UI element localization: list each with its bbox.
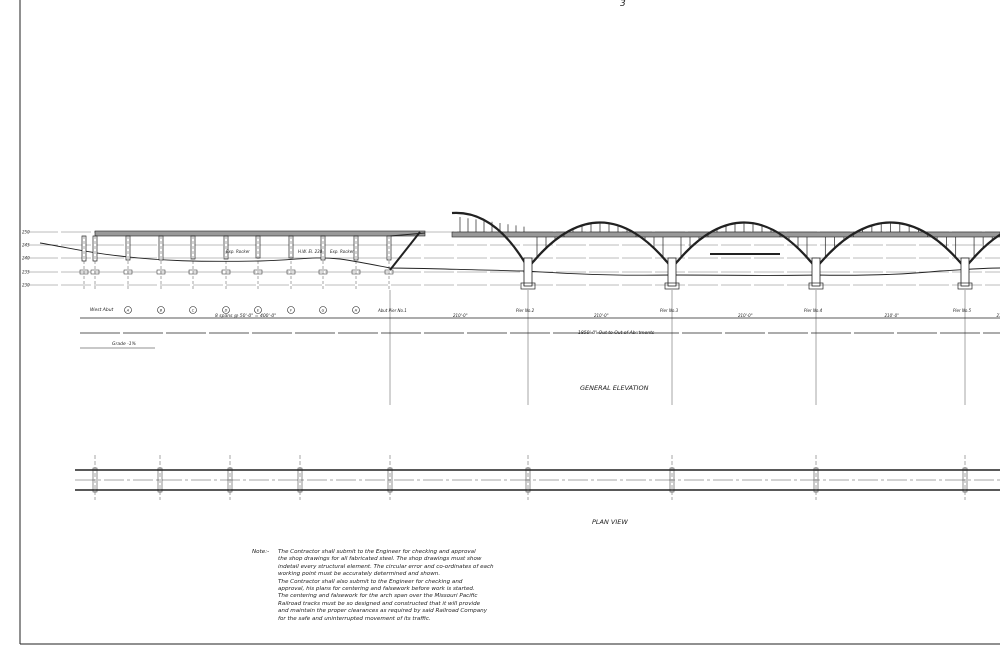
arch-rib <box>964 233 1000 269</box>
bent-marker-circle <box>189 306 197 314</box>
bent-marker-label: E <box>257 309 260 313</box>
pier-labels: Abut Pier No.1 Pier No.2 Pier No.3 Pier No.… <box>377 290 972 405</box>
overall-length-dim: 1850'-0" Out to Out of Abutments <box>578 330 655 336</box>
plan-pier <box>813 467 819 493</box>
bent-marker-label: H <box>355 309 358 313</box>
elevation-mark: 250 <box>22 230 30 235</box>
rocker-label-1: Exp. Rocker <box>226 249 250 254</box>
abutment-strut <box>389 231 421 271</box>
arch-spans <box>451 211 1000 269</box>
bent-marker-circle <box>222 306 230 314</box>
pier-label: Pier No.2 <box>516 308 535 313</box>
span-length: 210'-0" <box>453 313 468 318</box>
pier-shaft <box>523 257 533 287</box>
pier-shaft <box>667 257 677 287</box>
plan-pier <box>227 467 233 493</box>
pier-footing <box>520 282 536 290</box>
partial-arch-rib <box>451 211 529 269</box>
span-length: 210'-0" <box>738 313 753 318</box>
bent-marker-circle <box>287 306 295 314</box>
rocker-label-2: Exp. Rocker <box>330 249 354 254</box>
pier-label: Pier No.5 <box>953 308 972 313</box>
bent-footing <box>286 269 296 275</box>
notes: Note:- The Contractor shall submit to th… <box>252 549 558 623</box>
bent-footing <box>384 269 394 275</box>
bent-footing <box>318 269 328 275</box>
plan-pier <box>387 467 393 493</box>
plan-title: PLAN VIEW <box>592 518 628 526</box>
bent-footing <box>156 269 166 275</box>
elevation-marks: 250 245 240 235 230 <box>22 230 30 288</box>
west-abutment-label: West Abut <box>90 307 114 313</box>
pier-label: Pier No.4 <box>804 308 823 313</box>
main-deck <box>451 231 1000 238</box>
pier-shaft <box>960 257 970 287</box>
plan-pier <box>525 467 531 493</box>
span-length: 210'-0" <box>997 313 1000 318</box>
bent-marker-label: B <box>160 309 163 313</box>
bent-marker-circle <box>319 306 327 314</box>
elevation-mark: 230 <box>22 283 30 288</box>
plan-view <box>75 455 1000 500</box>
approach-bents <box>79 235 394 290</box>
hw-label: H.W. El. 238 <box>298 249 323 254</box>
bent-marker-label: D <box>225 309 228 313</box>
pier-footing <box>957 282 973 290</box>
bent-footing <box>90 269 100 275</box>
elevation-title: GENERAL ELEVATION <box>580 384 649 392</box>
pier-footing <box>808 282 824 290</box>
bent-marker-label: C <box>192 309 195 313</box>
bent-marker-circle <box>157 306 165 314</box>
bent-footing <box>188 269 198 275</box>
arch-rib-inner <box>970 234 1000 263</box>
bent-footing <box>79 269 89 275</box>
bent-marker-circle <box>352 306 360 314</box>
span-length: 210'-0" <box>594 313 609 318</box>
pier-footing <box>664 282 680 290</box>
pier-shaft <box>811 257 821 287</box>
plan-pier <box>297 467 303 493</box>
span-dimensions: 210'-0" 210'-0" 210'-0" 210'-0" 210'-0" <box>453 313 1000 318</box>
sheet-number: 3 <box>620 0 626 9</box>
plan-pier <box>92 467 98 493</box>
notes-label: Note:- <box>252 549 270 555</box>
bent-marker-label: F <box>290 309 293 313</box>
plan-pier <box>157 467 163 493</box>
span-length: 210'-0" <box>885 313 900 318</box>
pier-label: Pier No.3 <box>660 308 679 313</box>
bent-footing <box>253 269 263 275</box>
approach-deck <box>94 230 426 237</box>
elevation-grid <box>28 231 1000 286</box>
elevation-mark: 240 <box>22 256 30 261</box>
bent-footing <box>221 269 231 275</box>
plan-pier <box>669 467 675 493</box>
bent-marker-circle <box>254 306 262 314</box>
elevation-mark: 245 <box>22 243 30 248</box>
plan-pier <box>962 467 968 493</box>
notes-text: The Contractor shall submit to the Engin… <box>278 549 494 622</box>
bent-spans-dim: 8 spans @ 50'-0" = 400'-0" <box>215 313 276 319</box>
bent-footing <box>351 269 361 275</box>
ground-profile <box>39 242 1000 276</box>
bent-markers: A B C D E F G H <box>124 306 360 314</box>
elevation-mark: 235 <box>22 270 30 275</box>
grade-label: Grade -1% <box>112 341 136 347</box>
bent-footing <box>123 269 133 275</box>
pier-label: Abut Pier No.1 <box>377 308 407 313</box>
bent-marker-label: G <box>322 309 325 313</box>
bent-marker-label: A <box>126 309 130 313</box>
bent-marker-circle <box>124 306 132 314</box>
piers <box>520 257 973 290</box>
